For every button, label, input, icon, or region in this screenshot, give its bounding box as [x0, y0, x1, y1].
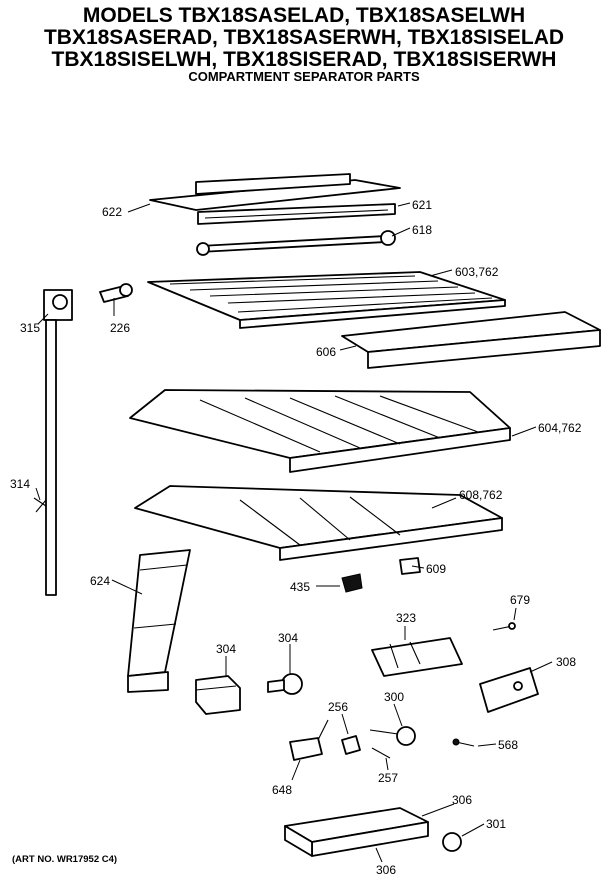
part-314-screw	[33, 497, 47, 513]
part-304-module	[195, 675, 241, 715]
part-323-control	[371, 637, 463, 677]
part-679-screw	[492, 622, 516, 631]
callout-301: 301	[486, 817, 506, 831]
callout-308: 308	[556, 655, 576, 669]
callout-621: 621	[412, 198, 432, 212]
part-608-separator	[134, 485, 503, 561]
part-648-thermostat	[289, 719, 329, 761]
callout-226: 226	[110, 321, 130, 335]
callout-314: 314	[10, 477, 30, 491]
part-609-fastener	[399, 557, 421, 575]
part-603-shelf	[147, 271, 506, 329]
part-226-pin	[99, 283, 133, 303]
part-604-separator	[129, 389, 511, 473]
callout-304-knob: 304	[278, 631, 298, 645]
callout-304-module: 304	[216, 642, 236, 656]
callout-300: 300	[384, 690, 404, 704]
models-title-line-3: TBX18SISELWH, TBX18SISERAD, TBX18SISERWH	[51, 48, 557, 71]
callout-624: 624	[90, 574, 110, 588]
section-subtitle: COMPARTMENT SEPARATOR PARTS	[188, 69, 420, 84]
part-306-housing	[284, 807, 429, 857]
part-256-lamp	[341, 735, 361, 755]
art-number: (ART NO. WR17952 C4)	[12, 854, 118, 865]
callout-618: 618	[412, 223, 432, 237]
part-624-duct	[127, 549, 191, 693]
callout-622: 622	[102, 205, 122, 219]
callout-604: 604,762	[538, 421, 582, 435]
callout-323: 323	[396, 611, 416, 625]
part-301-knob	[442, 832, 462, 852]
part-622-cover	[149, 173, 401, 211]
part-568-screw	[452, 738, 475, 747]
part-621-rail	[197, 203, 396, 225]
models-title-line-1: MODELS TBX18SASELAD, TBX18SASELWH	[82, 4, 526, 27]
callout-608: 608,762	[459, 488, 503, 502]
callout-256: 256	[328, 700, 348, 714]
part-315-bracket	[43, 289, 73, 596]
part-304-knob	[267, 673, 303, 695]
part-308-bracket	[479, 667, 539, 713]
part-606-trim	[341, 311, 601, 369]
callout-606: 606	[316, 345, 336, 359]
callout-679: 679	[510, 593, 530, 607]
part-435-clip	[341, 573, 363, 593]
callout-306-lower: 306	[376, 863, 396, 877]
callout-257: 257	[378, 771, 398, 785]
leader-lines	[35, 202, 553, 863]
part-618-rod	[196, 230, 396, 256]
callout-609: 609	[426, 562, 446, 576]
callout-568: 568	[498, 738, 518, 752]
callout-315: 315	[20, 321, 40, 335]
models-title-line-2: TBX18SASERAD, TBX18SASERWH, TBX18SISELAD	[43, 26, 565, 49]
part-257-screw	[371, 747, 391, 759]
part-300-socket	[369, 726, 416, 746]
callout-306-upper: 306	[452, 793, 472, 807]
callout-603: 603,762	[455, 265, 499, 279]
callout-435: 435	[290, 580, 310, 594]
callout-648: 648	[272, 783, 292, 797]
